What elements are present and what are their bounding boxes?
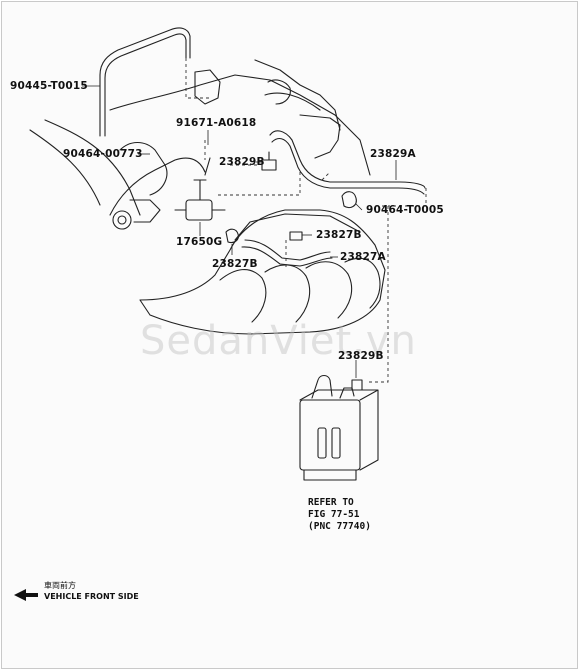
leader-90464b [355, 203, 363, 211]
clamp-23829b-lower [351, 379, 363, 391]
clamp-23827b-bottom [225, 228, 239, 244]
front-arrow-icon [14, 589, 38, 601]
engine-cover [254, 59, 341, 131]
label-23829a: 23829A [370, 148, 416, 160]
label-90445-t0015: 90445-T0015 [10, 80, 88, 92]
refer-line-2: FIG 77-51 [308, 509, 360, 520]
manifold-runner-2 [264, 264, 311, 323]
manifold-runner-3 [305, 261, 353, 319]
charcoal-canister [299, 399, 361, 471]
label-90464-00773: 90464-00773 [63, 148, 143, 160]
refer-line-3: (PNC 77740) [308, 521, 371, 532]
manifold-runner-4 [344, 257, 381, 309]
hose-23827a [244, 239, 331, 261]
clamp-90464-t0005 [341, 191, 357, 209]
clamp-23827b-right [289, 231, 303, 241]
engine-bolt-row [299, 114, 341, 159]
label-17650g: 17650G [176, 236, 223, 248]
left-hose [109, 157, 206, 216]
clamp-23829b-top [261, 151, 277, 171]
label-23827a: 23827A [340, 251, 386, 263]
vehicle-front-cn: 車両前方 [44, 581, 76, 590]
watermark: SedanViet.vn [140, 318, 417, 364]
engine-outline [29, 74, 371, 216]
hose-23829a [269, 130, 426, 189]
hose-90445-inner [104, 33, 187, 137]
label-23827b-bottom: 23827B [212, 258, 258, 270]
engine-detail-2 [267, 79, 291, 105]
engine-detail-1 [194, 69, 221, 105]
label-90464-t0005: 90464-T0005 [366, 204, 444, 216]
vsv-17650g [185, 199, 213, 221]
label-91671-a0618: 91671-A0618 [176, 117, 257, 129]
left-valve [112, 210, 132, 230]
vehicle-front-en: VEHICLE FRONT SIDE [44, 592, 139, 601]
label-23829b-lower: 23829B [338, 350, 384, 362]
vsv-bracket [119, 141, 168, 196]
manifold-flange [234, 213, 361, 241]
manifold-runner-1 [219, 269, 267, 323]
label-23829b-top: 23829B [219, 156, 265, 168]
label-23827b-right: 23827B [316, 229, 362, 241]
hose-90445 [99, 27, 191, 137]
refer-line-1: REFER TO [308, 497, 354, 508]
manifold-outline [139, 209, 386, 335]
